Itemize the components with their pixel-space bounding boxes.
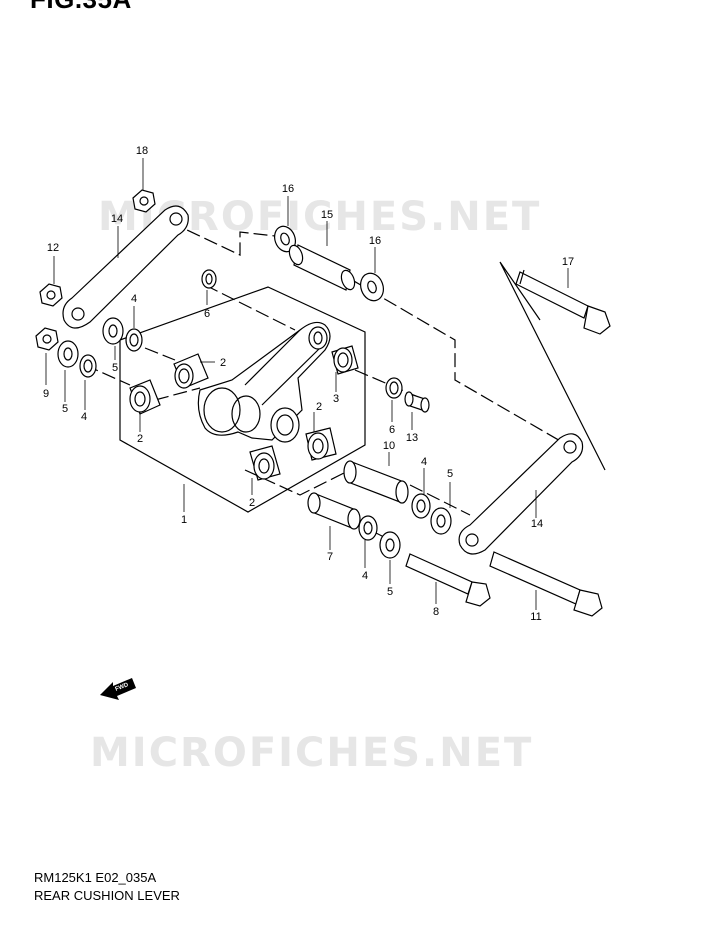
- callout-9-c9: 9: [43, 388, 49, 400]
- seal-6-right: [385, 377, 403, 399]
- callout-14-c14b: 14: [531, 518, 543, 530]
- axis-line-left: [84, 347, 176, 386]
- callout-5-c5b: 5: [62, 403, 68, 415]
- seal-4-upper: [125, 328, 143, 352]
- seal-4-left: [79, 354, 97, 378]
- nut-9: [35, 327, 59, 351]
- callout-17-c17: 17: [562, 256, 574, 268]
- callout-4-c4a: 4: [131, 293, 137, 305]
- washer-5-upper: [102, 317, 124, 345]
- footer: RM125K1 E02_035A REAR CUSHION LEVER: [34, 869, 180, 905]
- callout-4-c4c: 4: [421, 456, 427, 468]
- bearing-2-d: [249, 445, 281, 481]
- callout-2-c2a: 2: [220, 357, 226, 369]
- bolt-11: [489, 551, 603, 617]
- bearing-3: [331, 345, 359, 375]
- collar-13: [404, 391, 430, 413]
- footer-code: RM125K1 E02_035A: [34, 870, 157, 885]
- callout-15-c15: 15: [321, 209, 333, 221]
- washer-5-lower: [379, 531, 401, 559]
- bearing-2-c: [305, 427, 337, 461]
- washer-16-lower: [360, 272, 384, 302]
- watermark-bottom: MICROFICHES.NET: [90, 730, 533, 776]
- nut-18: [132, 189, 156, 213]
- link-rod-14-upper: [62, 205, 189, 329]
- callout-4-c4d: 4: [362, 570, 368, 582]
- washer-5-left: [57, 340, 79, 368]
- callout-7-c7: 7: [327, 551, 333, 563]
- callout-6-c6b: 6: [389, 424, 395, 436]
- bearing-2-a: [173, 353, 209, 389]
- lever-assembly-outline: [119, 286, 366, 513]
- callout-2-c2c: 2: [137, 433, 143, 445]
- callout-1-c1: 1: [181, 514, 187, 526]
- callout-10-c10: 10: [383, 440, 395, 452]
- callout-4-c4b: 4: [81, 411, 87, 423]
- callout-18-c18: 18: [136, 145, 148, 157]
- callout-5-c5d: 5: [387, 586, 393, 598]
- bolt-17-guide: [499, 261, 606, 471]
- axis-line-lower: [154, 387, 471, 541]
- collar-15: [288, 244, 356, 291]
- figure-title: FIG.35A: [30, 0, 132, 15]
- callout-13-c13: 13: [406, 432, 418, 444]
- callout-2-c2d: 2: [249, 497, 255, 509]
- callout-11-c11: 11: [530, 611, 541, 623]
- callout-5-c5a: 5: [112, 362, 118, 374]
- fwd-label: FWD: [115, 682, 131, 693]
- callout-14-c14a: 14: [111, 213, 123, 225]
- callout-3-c3: 3: [333, 393, 339, 405]
- callout-16-c16a: 16: [282, 183, 294, 195]
- bearing-2-b: [129, 379, 161, 415]
- callout-8-c8: 8: [433, 606, 439, 618]
- seal-4-right: [411, 493, 431, 519]
- seal-6-upper: [201, 269, 217, 289]
- callout-16-c16b: 16: [369, 235, 381, 247]
- washer-5-right: [430, 507, 452, 535]
- callout-6-c6a: 6: [204, 308, 210, 320]
- footer-name: REAR CUSHION LEVER: [34, 888, 180, 903]
- link-rod-14-lower: [458, 433, 584, 555]
- washer-16-upper: [274, 225, 296, 253]
- axis-line-upper: [169, 221, 563, 443]
- seal-4-lower: [358, 515, 378, 541]
- collar-10: [343, 460, 409, 504]
- callout-5-c5c: 5: [447, 468, 453, 480]
- callout-12-c12: 12: [47, 242, 59, 254]
- callout-2-c2b: 2: [316, 401, 322, 413]
- cushion-lever-1: [197, 321, 331, 443]
- bolt-8: [405, 553, 491, 607]
- bolt-17: [515, 269, 611, 335]
- nut-12: [39, 283, 63, 307]
- fwd-arrow-icon: FWD: [100, 678, 136, 700]
- collar-7: [307, 492, 361, 530]
